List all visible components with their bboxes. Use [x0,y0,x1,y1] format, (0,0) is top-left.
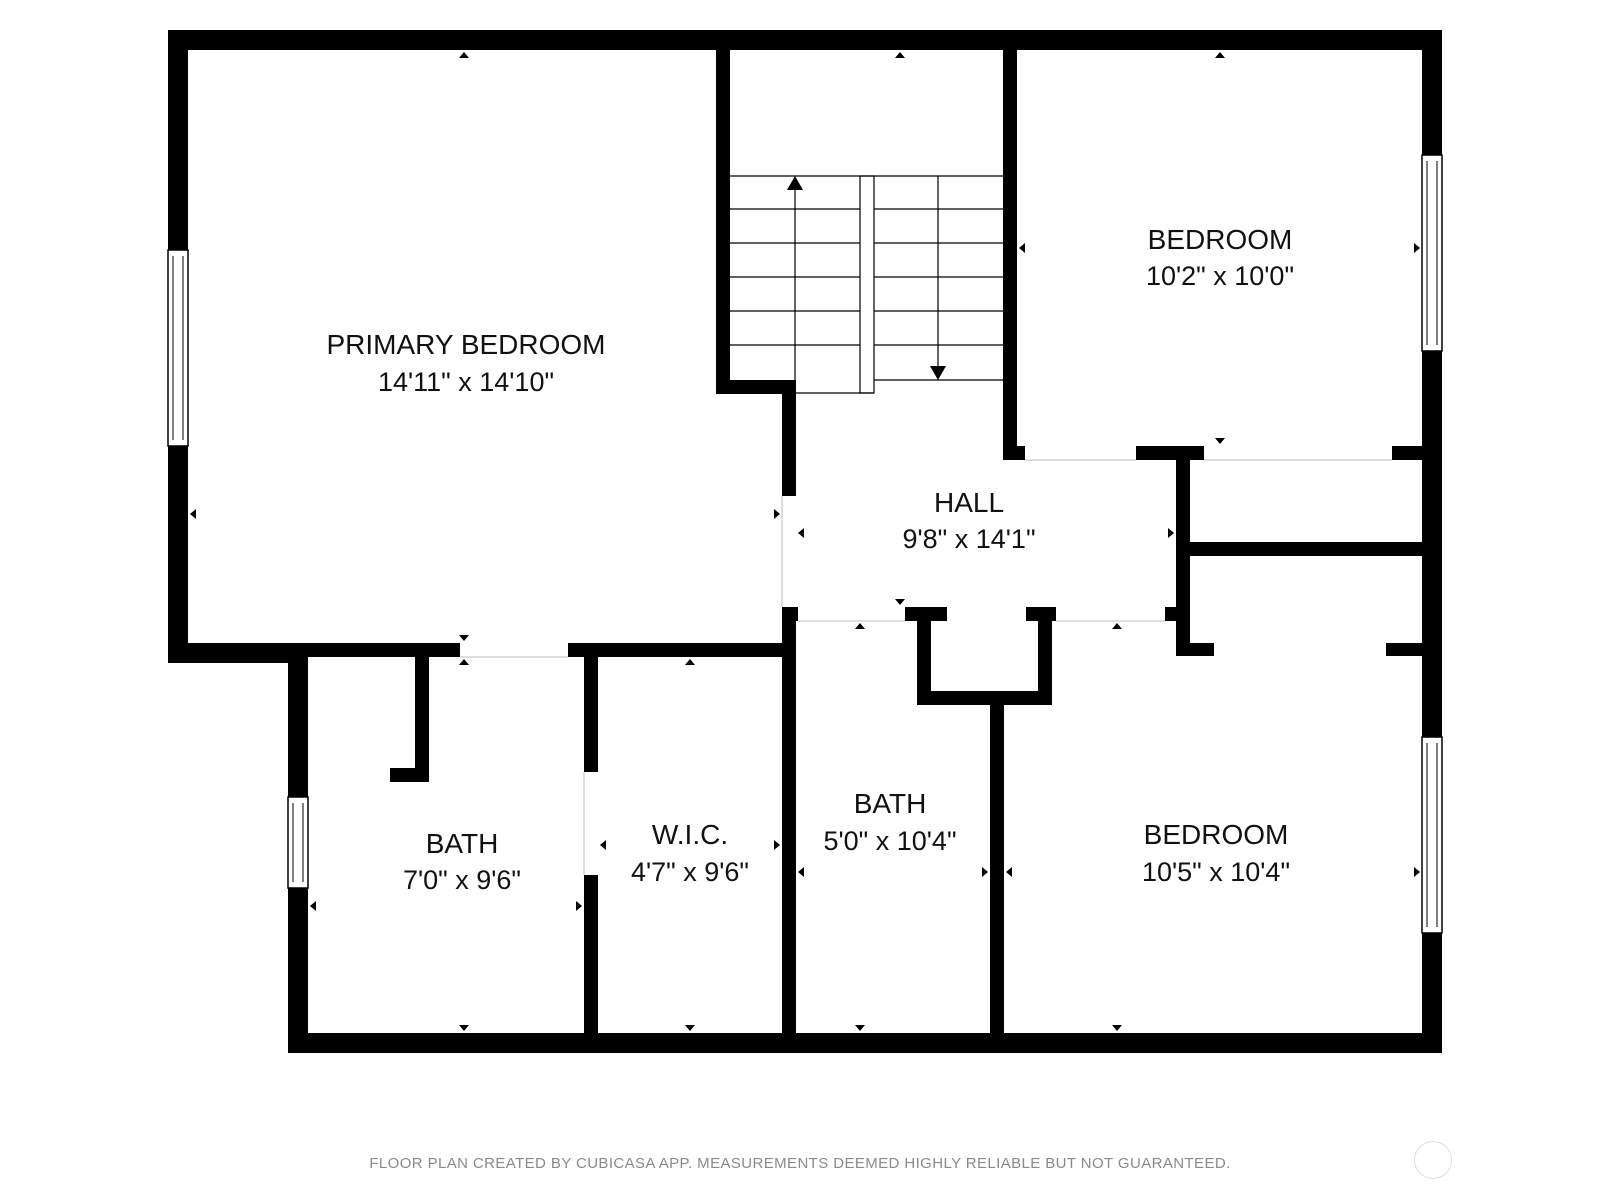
wall-bedroom-upper-bottom-a [1003,446,1025,460]
wall-linen-left [917,607,931,705]
window-bedroom-lower [1421,736,1443,934]
primary-bedroom-name: PRIMARY BEDROOM [326,329,605,360]
dimension-markers [190,52,1420,1031]
wall-top [168,30,1442,50]
primary-bedroom-dims: 14'11" x 14'10" [378,367,554,397]
interior-walls [288,30,1442,1053]
wall-bath-stub-horizontal [390,768,429,782]
watermark-logo-icon [1414,1141,1452,1179]
wall-bath-wic-lower [584,875,598,1053]
wall-bath-bedroom [990,691,1004,1053]
wall-bottom [288,1033,1442,1053]
window-bedroom-upper [1421,154,1443,352]
bedroom-upper-name: BEDROOM [1148,224,1293,255]
wall-closet-stub [1176,643,1214,656]
wall-left-step [168,643,308,663]
wall-bedroom-upper-left [1003,30,1017,460]
wall-stair-left [716,30,730,392]
room-labels: PRIMARY BEDROOM 14'11" x 14'10" BEDROOM … [326,224,1294,895]
bath-hall-name: BATH [854,788,927,819]
hall-name: HALL [934,487,1004,518]
bedroom-lower-name: BEDROOM [1144,819,1289,850]
bath-primary-dims: 7'0" x 9'6" [403,865,521,895]
wall-closet-right-stub [1386,643,1442,656]
wall-primary-bottom-a [288,643,460,657]
wall-closet-mid [1190,542,1442,556]
wic-dims: 4'7" x 9'6" [631,857,749,887]
bath-primary-name: BATH [426,828,499,859]
wall-linen-right [1038,607,1052,705]
door-openings [460,459,1392,875]
wall-bath-stub-vertical [415,643,429,781]
wic-name: W.I.C. [652,819,728,850]
wall-hall-bottom-a [782,607,798,621]
wall-linen-bottom [917,691,1052,705]
wall-bath-wic-upper [584,643,598,772]
footer-disclaimer: FLOOR PLAN CREATED BY CUBICASA APP. MEAS… [369,1155,1231,1172]
window-primary-bedroom [167,249,189,447]
wall-stair-notch [716,380,796,394]
staircase [730,175,1003,394]
stair-handrail [859,175,875,394]
wall-primary-hall-upper [782,380,796,496]
wall-closet-left [1176,446,1190,656]
stair-arrow-down-icon [930,366,946,380]
wall-primary-bottom-b [568,643,796,657]
windows [167,154,1443,934]
exterior-walls [168,30,1442,1053]
bedroom-lower-dims: 10'5" x 10'4" [1142,857,1290,887]
wall-bedroom-upper-bottom-b [1136,446,1204,460]
bedroom-upper-dims: 10'2" x 10'0" [1146,261,1294,291]
hall-dims: 9'8" x 14'1" [902,524,1035,554]
wall-bedroom-upper-bottom-c [1392,446,1442,460]
stair-arrow-up-icon [787,176,803,190]
bath-hall-dims: 5'0" x 10'4" [823,826,956,856]
window-bath-primary [287,796,309,889]
wall-primary-hall-lower [782,607,796,1053]
wall-hall-bottom-d [1165,607,1190,621]
